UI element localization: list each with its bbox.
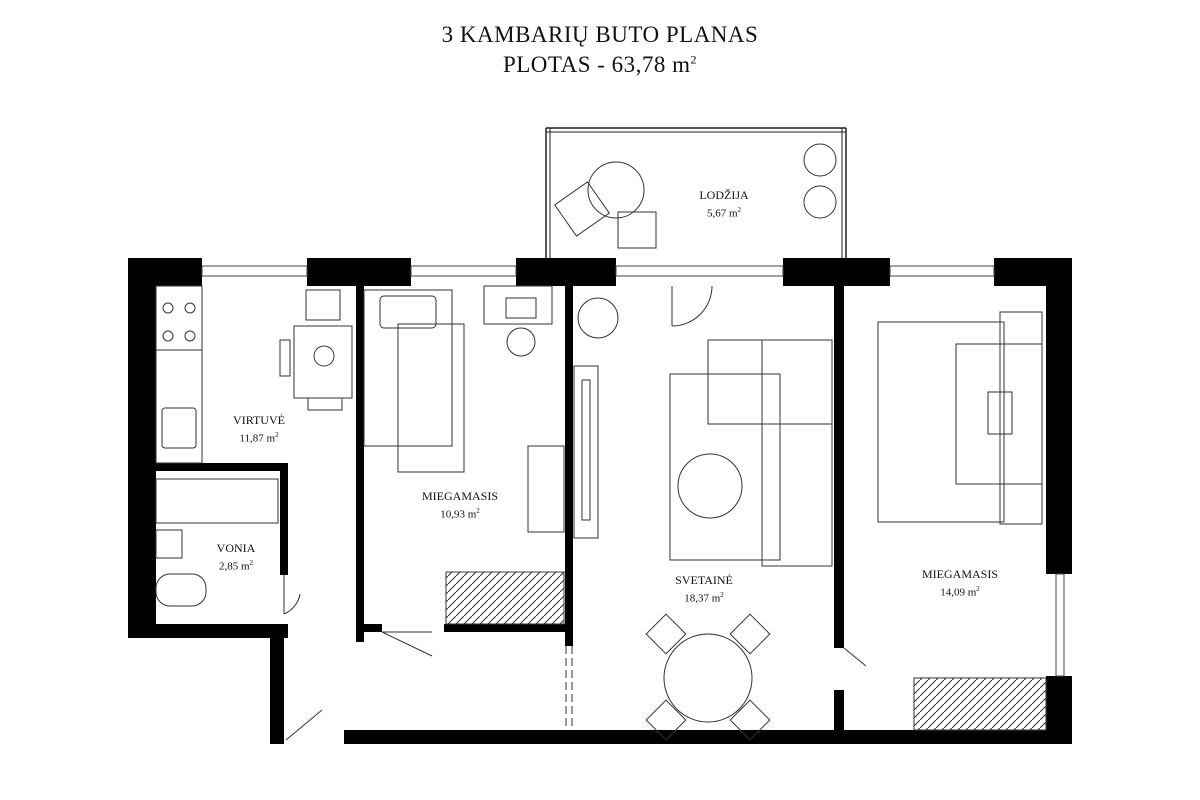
room-label-lodzija: LODŽIJA 5,67 m2: [699, 188, 749, 220]
room-label-miegamasis-2: MIEGAMASIS 14,09 m2: [921, 567, 999, 599]
plan-area: PLOTAS - 63,78 m2: [502, 52, 698, 77]
bedroom1-furniture: [363, 285, 565, 625]
bathroom-furniture: [155, 478, 279, 607]
windows: [201, 265, 1065, 677]
kitchen-furniture: [155, 285, 353, 464]
balcony-furniture: [554, 143, 837, 249]
bedroom2-furniture: [877, 311, 1047, 731]
room-label-miegamasis-1: MIEGAMASIS 10,93 m2: [421, 489, 499, 521]
room-label-svetaine: SVETAINĖ 18,37 m2: [675, 573, 733, 605]
doors: [283, 285, 867, 741]
balcony: [545, 127, 847, 258]
living-furniture: [573, 297, 833, 741]
plan-title: 3 KAMBARIŲ BUTO PLANAS: [441, 22, 759, 47]
walls: [128, 258, 1072, 744]
room-label-virtuve: VIRTUVĖ 11,87 m2: [233, 413, 285, 445]
room-label-vonia: VONIA 2,85 m2: [216, 541, 256, 573]
